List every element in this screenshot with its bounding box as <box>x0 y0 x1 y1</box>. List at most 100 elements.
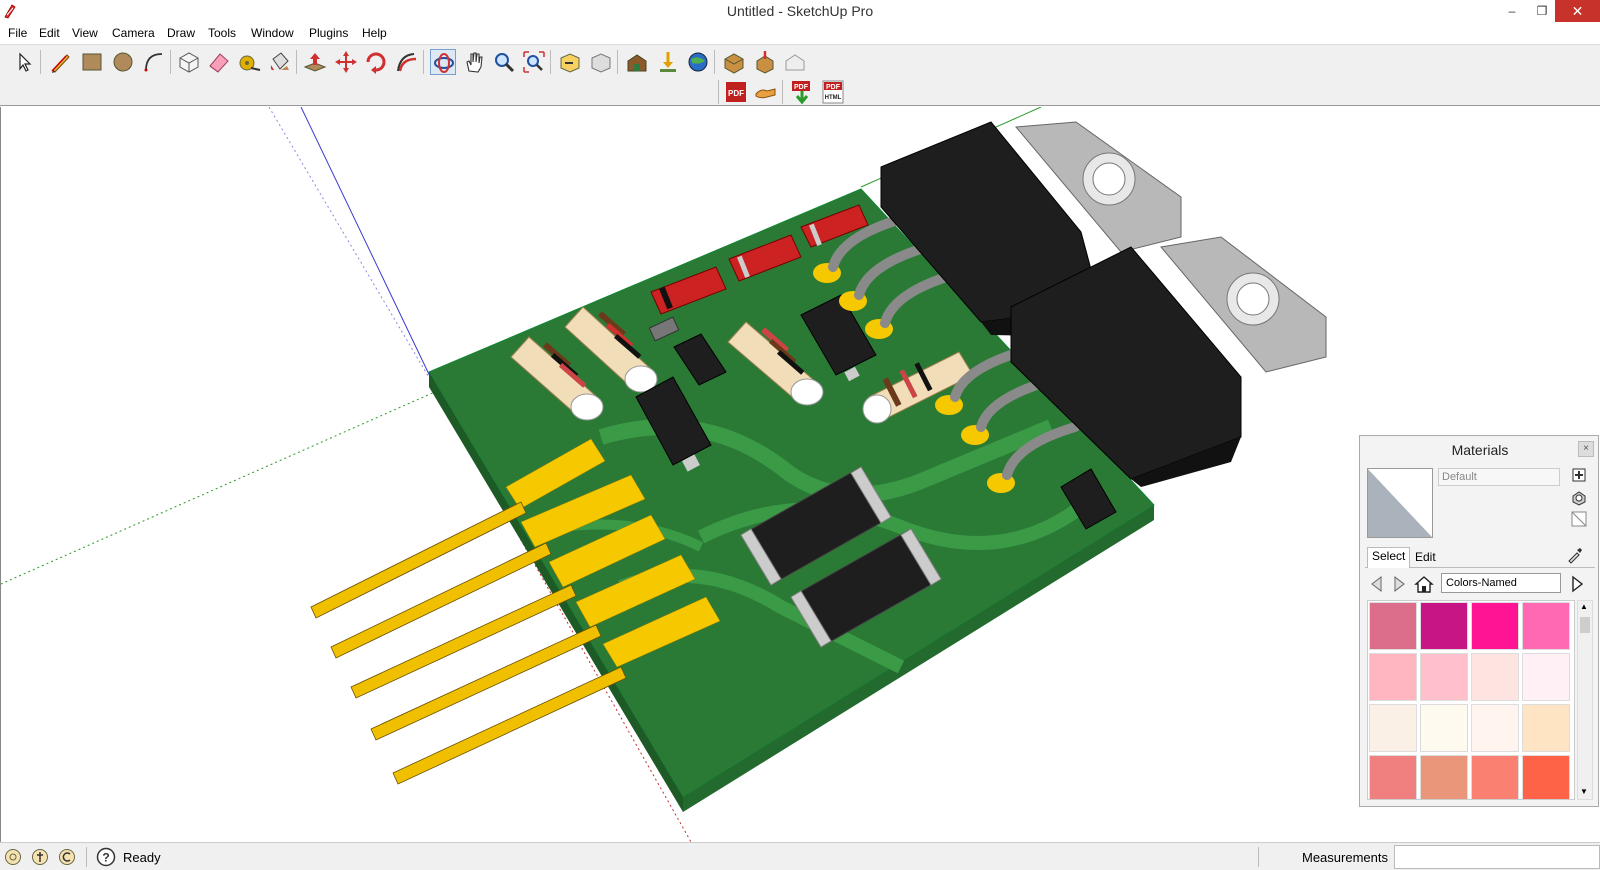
resistor[interactable] <box>862 351 974 424</box>
material-swatch[interactable] <box>1471 704 1519 752</box>
paint-bucket-icon[interactable] <box>267 49 293 75</box>
library-dropdown[interactable]: Colors-Named ▼ <box>1441 573 1561 593</box>
credits-icon[interactable] <box>31 848 49 866</box>
panel-close-button[interactable]: × <box>1578 441 1594 457</box>
rectangle-icon[interactable] <box>79 49 105 75</box>
menu-draw[interactable]: Draw <box>167 26 196 40</box>
minimize-button[interactable]: – <box>1508 4 1516 18</box>
status-bar: ? Ready Measurements <box>0 842 1600 870</box>
help-icon[interactable]: ? <box>96 847 116 867</box>
pdf-export-icon[interactable]: PDF <box>723 79 749 105</box>
material-swatch[interactable] <box>1369 755 1417 799</box>
forward-arrow-icon[interactable] <box>1389 574 1409 594</box>
smd-chip[interactable] <box>1060 468 1117 530</box>
material-swatch[interactable] <box>1420 653 1468 701</box>
make-component-icon[interactable] <box>176 49 202 75</box>
material-swatch[interactable] <box>1471 653 1519 701</box>
zoom-icon[interactable] <box>491 49 517 75</box>
pencil-icon[interactable] <box>48 49 74 75</box>
previous-view-icon[interactable] <box>557 49 583 75</box>
menu-file[interactable]: File <box>8 26 28 40</box>
push-pull-icon[interactable] <box>302 49 328 75</box>
diode[interactable] <box>650 266 727 315</box>
menu-view[interactable]: View <box>72 26 98 40</box>
material-swatch[interactable] <box>1369 653 1417 701</box>
sample-paint-icon[interactable] <box>1570 510 1588 528</box>
scroll-up-icon[interactable]: ▲ <box>1580 602 1588 611</box>
material-swatch[interactable] <box>1420 755 1468 799</box>
hand-tool-icon[interactable] <box>753 79 779 105</box>
geo-location-icon[interactable] <box>4 848 22 866</box>
diode[interactable] <box>728 234 802 282</box>
resistor[interactable] <box>564 306 658 393</box>
smd-resistor[interactable] <box>790 528 942 648</box>
smd-chip[interactable] <box>673 333 727 386</box>
home-icon[interactable] <box>1413 573 1435 595</box>
next-view-icon[interactable] <box>588 49 614 75</box>
smd-chip[interactable] <box>800 294 877 382</box>
details-arrow-icon[interactable] <box>1567 574 1587 594</box>
select-icon[interactable] <box>11 49 37 75</box>
svg-text:HTML: HTML <box>825 95 842 101</box>
eraser-icon[interactable] <box>206 49 232 75</box>
export-icon[interactable] <box>782 49 808 75</box>
tape-measure-icon[interactable] <box>237 49 263 75</box>
circle-icon[interactable] <box>110 49 136 75</box>
drawing-viewport[interactable] <box>0 107 1600 842</box>
voltage-regulator[interactable] <box>1010 236 1327 487</box>
place-model-icon[interactable] <box>655 49 681 75</box>
tab-edit[interactable]: Edit <box>1415 550 1436 564</box>
smd-resistor[interactable] <box>740 466 892 586</box>
component-icon[interactable] <box>752 49 778 75</box>
close-button[interactable]: ✕ <box>1555 0 1600 22</box>
material-swatch[interactable] <box>1522 653 1570 701</box>
material-swatch[interactable] <box>1522 704 1570 752</box>
tab-select[interactable]: Select <box>1367 547 1411 568</box>
smd-chip[interactable] <box>635 376 712 472</box>
material-swatch[interactable] <box>1471 755 1519 799</box>
material-name-field[interactable]: Default <box>1438 468 1560 486</box>
back-arrow-icon[interactable] <box>1367 574 1387 594</box>
move-icon[interactable] <box>333 49 359 75</box>
menu-window[interactable]: Window <box>251 26 294 40</box>
scroll-thumb[interactable] <box>1580 617 1590 633</box>
menu-edit[interactable]: Edit <box>39 26 60 40</box>
warehouse-icon[interactable] <box>624 49 650 75</box>
menu-bar: File Edit View Camera Draw Tools Window … <box>0 24 1600 44</box>
resistor[interactable] <box>510 336 604 421</box>
maximize-button[interactable]: ❐ <box>1536 4 1548 18</box>
menu-plugins[interactable]: Plugins <box>309 26 349 40</box>
material-swatch[interactable] <box>1420 704 1468 752</box>
pan-icon[interactable] <box>461 49 487 75</box>
user-info-icon[interactable] <box>58 848 76 866</box>
pdf-import-icon[interactable]: PDF <box>789 79 815 105</box>
material-swatch[interactable] <box>1522 755 1570 799</box>
zoom-extents-icon[interactable] <box>521 49 547 75</box>
default-material-icon[interactable] <box>1570 488 1588 506</box>
pcb-3d-model[interactable] <box>1 107 1600 842</box>
menu-camera[interactable]: Camera <box>112 26 155 40</box>
menu-tools[interactable]: Tools <box>208 26 237 40</box>
material-swatch[interactable] <box>1369 704 1417 752</box>
create-material-icon[interactable] <box>1570 466 1588 484</box>
eyedropper-icon[interactable] <box>1565 546 1583 564</box>
material-swatch[interactable] <box>1369 602 1417 650</box>
material-swatch[interactable] <box>1420 602 1468 650</box>
scroll-down-icon[interactable]: ▼ <box>1580 787 1588 796</box>
material-swatch[interactable] <box>1522 602 1570 650</box>
diode[interactable] <box>800 204 869 248</box>
materials-nav: Colors-Named ▼ <box>1365 572 1595 596</box>
follow-me-icon[interactable] <box>394 49 420 75</box>
rotate-icon[interactable] <box>363 49 389 75</box>
share-model-icon[interactable] <box>685 49 711 75</box>
orbit-icon[interactable] <box>430 49 456 75</box>
material-swatch[interactable] <box>1471 602 1519 650</box>
menu-help[interactable]: Help <box>362 26 387 40</box>
resistor[interactable] <box>727 321 824 406</box>
measurements-input[interactable] <box>1394 845 1600 869</box>
materials-tabs: Select Edit <box>1365 546 1595 568</box>
arc-icon[interactable] <box>141 49 167 75</box>
swatches-scrollbar[interactable]: ▲ ▼ <box>1577 600 1593 800</box>
extension-icon[interactable] <box>721 49 747 75</box>
